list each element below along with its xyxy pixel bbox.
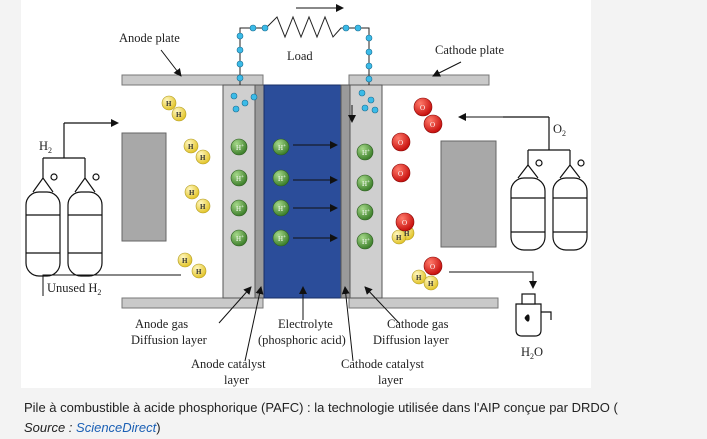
o-symbol: O [398, 139, 403, 147]
o-symbol: O [430, 263, 435, 271]
svg-text:H+: H+ [362, 238, 370, 246]
svg-text:H+: H+ [278, 144, 286, 152]
label-unused-h2: Unused H2 [47, 281, 101, 297]
oxygen-atoms [391, 97, 443, 276]
h-symbol: H [200, 154, 206, 162]
figure-caption: Pile à combustible à acide phosphorique … [24, 398, 704, 438]
label-anode-gdl-2: Diffusion layer [131, 333, 208, 347]
label-electrolyte-1: Electrolyte [278, 317, 333, 331]
cathode-plate-bottom [348, 297, 499, 309]
h-symbol: H [404, 230, 410, 238]
svg-text:H+: H+ [236, 205, 244, 213]
electrolyte [263, 84, 342, 299]
electron-dots [230, 24, 379, 114]
protons [230, 138, 374, 250]
svg-text:H+: H+ [278, 205, 286, 213]
h-symbol: H [200, 203, 206, 211]
label-o2: O2 [553, 122, 566, 138]
label-h2: H2 [39, 139, 52, 155]
svg-text:H+: H+ [278, 175, 286, 183]
anode-catalyst-layer [254, 84, 265, 299]
svg-text:H+: H+ [236, 235, 244, 243]
anode-plate-top [121, 74, 264, 86]
leader-lines [160, 49, 462, 362]
source-link[interactable]: ScienceDirect [76, 420, 157, 435]
h-symbol: H [189, 189, 195, 197]
o-symbol: O [398, 170, 403, 178]
svg-text:H+: H+ [278, 235, 286, 243]
o-symbol: O [420, 104, 425, 112]
label-anode-catalyst-2: layer [224, 373, 250, 387]
external-circuit-wire [239, 15, 370, 85]
anode-plate-bottom [121, 297, 264, 309]
h-symbol: H [196, 268, 202, 276]
caption-close: ) [156, 420, 161, 435]
label-anode-catalyst-1: Anode catalyst [191, 357, 266, 371]
label-h2o: H2O [521, 345, 543, 361]
label-cathode-catalyst-2: layer [378, 373, 404, 387]
h-symbol: H [416, 274, 422, 282]
o-symbol: O [402, 219, 407, 227]
proton-letters: H+ H+ H+ H+ H+ H+ H+ H+ H+ H+ H+ H+ [236, 144, 370, 246]
h-symbol: H [176, 111, 182, 119]
pafc-diagram: H H H H H H H H H H H H O O O O O O H+ H… [21, 0, 591, 388]
h-symbol: H [428, 280, 434, 288]
pafc-diagram-svg: H H H H H H H H H H H H O O O O O O H+ H… [25, 4, 588, 387]
caption-text: Pile à combustible à acide phosphorique … [24, 400, 618, 415]
oxygen-cylinders [503, 116, 588, 251]
hydrogen-molecules [161, 95, 439, 291]
h-symbol: H [166, 100, 172, 108]
o-symbol: O [430, 121, 435, 129]
h-symbol: H [182, 257, 188, 265]
svg-text:H+: H+ [362, 180, 370, 188]
proton-arrows [293, 105, 356, 242]
cathode-gas-diffusion-layer [349, 84, 383, 299]
water-outlet-line [449, 271, 537, 289]
label-cathode-plate: Cathode plate [435, 43, 505, 57]
unused-h2-return-line [42, 274, 181, 276]
h-symbol: H [188, 143, 194, 151]
water-tap-icon [515, 293, 552, 337]
anode-gas-diffusion-layer [222, 84, 256, 299]
label-cathode-gdl-2: Diffusion layer [373, 333, 450, 347]
svg-text:H+: H+ [362, 209, 370, 217]
caption-source-label: Source : [24, 420, 77, 435]
label-cathode-catalyst-1: Cathode catalyst [341, 357, 424, 371]
label-anode-plate: Anode plate [119, 31, 180, 45]
label-load: Load [287, 49, 313, 63]
label-cathode-gdl-1: Cathode gas [387, 317, 449, 331]
cathode-catalyst-layer [340, 84, 351, 299]
cathode-plate-top [348, 74, 490, 86]
label-electrolyte-2: (phosphoric acid) [258, 333, 346, 347]
label-anode-gdl-1: Anode gas [135, 317, 188, 331]
anode-flow-block [121, 132, 167, 242]
svg-text:H+: H+ [236, 175, 244, 183]
ion-letters: H H H H H H H H H H H H O O O O O O [166, 100, 435, 288]
h-symbol: H [396, 234, 402, 242]
svg-text:H+: H+ [236, 144, 244, 152]
cathode-flow-block [440, 140, 497, 248]
svg-text:H+: H+ [362, 149, 370, 157]
